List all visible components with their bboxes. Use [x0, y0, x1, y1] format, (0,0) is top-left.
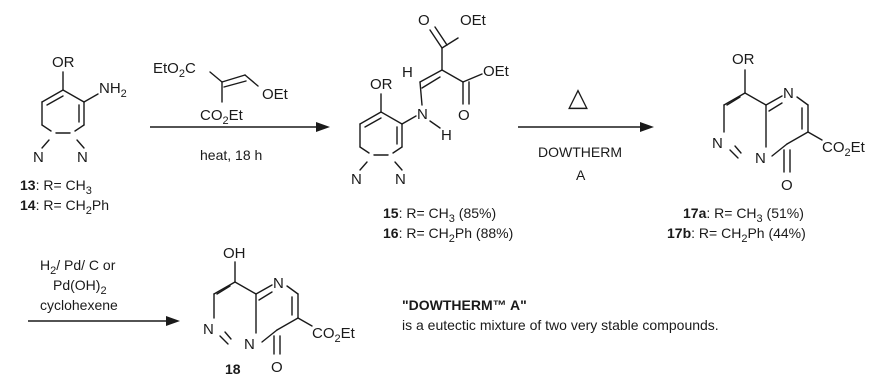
or-label: OR: [370, 76, 393, 93]
structure-17: OR N N N O CO2Et: [712, 51, 866, 194]
compound-17b-label: 17b: R= CH2Ph (44%): [667, 225, 806, 245]
oh-label: OH: [223, 245, 246, 262]
arrow-step-3: [28, 316, 180, 326]
ring-n-label: N: [351, 171, 362, 188]
ring-n-label: N: [273, 275, 284, 292]
enamine-n-label: N: [417, 106, 428, 123]
condition-dowtherm-label: DOWTHERM: [538, 144, 622, 160]
compound-14-label: 14: R= CH2Ph: [20, 197, 109, 217]
arrow-step-1: [150, 122, 330, 132]
ring-n-label: N: [33, 149, 44, 166]
condition-pdoh2-label: Pd(OH)2: [53, 277, 107, 297]
carbonyl-o-label: O: [458, 107, 470, 124]
ring-n-label: N: [395, 171, 406, 188]
compound-15-label: 15: R= CH3 (85%): [383, 205, 496, 225]
structure-15: N N OR N H H O OEt OEt O: [351, 12, 510, 188]
carbonyl-o-label: O: [781, 177, 793, 194]
compound-17a-label: 17a: R= CH3 (51%): [683, 205, 804, 225]
reagent-oet-label: OEt: [262, 86, 289, 103]
arrow-step-2: [518, 122, 654, 132]
carbonyl-o-label: O: [418, 12, 430, 29]
structure-13: OR NH2 N N: [33, 54, 127, 166]
compound-13-label: 13: R= CH3: [20, 177, 92, 197]
ring-n-label: N: [783, 85, 794, 102]
nh2-label: NH2: [99, 80, 127, 100]
note-title: "DOWTHERM™ A": [402, 297, 527, 313]
ring-n-label: N: [712, 135, 723, 152]
ester-oet-label: OEt: [460, 12, 487, 29]
co2et-label: CO2Et: [822, 139, 866, 159]
condition-heat-label: heat, 18 h: [200, 147, 262, 163]
reagent-eto2c-label: EtO2C: [153, 60, 196, 80]
condition-cyclohexene-label: cyclohexene: [40, 297, 118, 313]
or-label: OR: [732, 51, 755, 68]
ring-n-label: N: [77, 149, 88, 166]
bridgehead-n-label: N: [755, 150, 766, 167]
heat-triangle-icon: △: [568, 82, 588, 112]
co2et-label: CO2Et: [312, 325, 356, 345]
reagent-co2et-label: CO2Et: [200, 107, 244, 127]
note-body: is a eutectic mixture of two very stable…: [402, 317, 719, 333]
condition-dowtherm-a-label: A: [576, 167, 586, 183]
ring-n-label: N: [203, 321, 214, 338]
or-label: OR: [52, 54, 75, 71]
carbonyl-o-label: O: [271, 359, 283, 376]
compound-16-label: 16: R= CH2Ph (88%): [383, 225, 513, 245]
vinyl-h-label: H: [402, 64, 413, 81]
reagent-emme: EtO2C OEt CO2Et: [153, 60, 289, 127]
condition-hydrogenation-label: H2/ Pd/ C or: [40, 257, 116, 277]
enamine-h-label: H: [441, 127, 452, 144]
ester-oet-label: OEt: [483, 63, 510, 80]
bridgehead-n-label: N: [244, 336, 255, 353]
structure-18: OH N N N O CO2Et: [203, 245, 356, 376]
compound-18-label: 18: [225, 361, 241, 377]
